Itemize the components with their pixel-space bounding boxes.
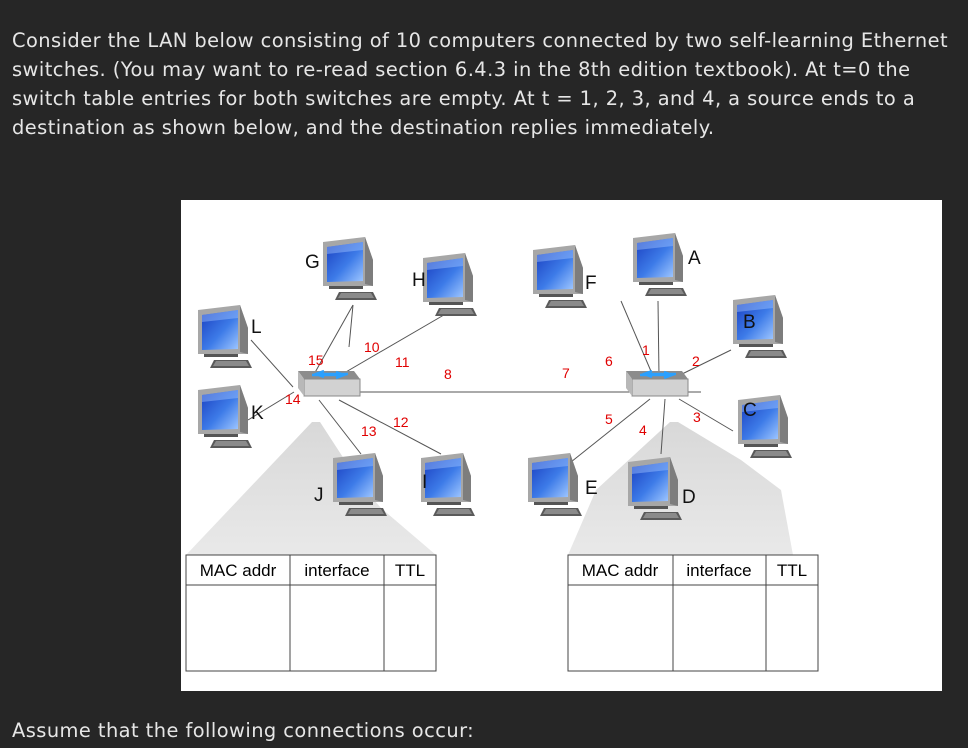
right-table-header-mac: MAC addr	[582, 561, 659, 580]
port-label-15: 15	[308, 352, 324, 368]
host-label-i: I	[422, 472, 427, 493]
port-label-1: 1	[642, 342, 650, 358]
port-label-7: 7	[562, 365, 570, 381]
port-label-3: 3	[693, 409, 701, 425]
host-e	[528, 453, 582, 516]
host-a	[633, 233, 687, 296]
host-label-k: K	[251, 403, 264, 424]
left-switch-table: MAC addr interface TTL	[185, 554, 437, 672]
port-label-5: 5	[605, 411, 613, 427]
lan-figure: G H L K J I F A B C E D 10 11 15 14 8 13…	[181, 200, 942, 691]
right-table-fan	[568, 422, 793, 555]
host-f	[533, 245, 587, 308]
host-label-e: E	[585, 478, 598, 499]
left-switch	[296, 369, 362, 398]
host-label-g: G	[305, 252, 320, 273]
right-switch	[624, 369, 690, 398]
left-table-fan	[186, 422, 436, 555]
lan-diagram: G H L K J I F A B C E D 10 11 15 14 8 13…	[185, 233, 819, 672]
links	[247, 300, 734, 463]
right-switch-table: MAC addr interface TTL	[567, 554, 819, 672]
port-label-10: 10	[364, 339, 380, 355]
question-outro: Assume that the following connections oc…	[12, 719, 475, 742]
port-label-4: 4	[639, 422, 647, 438]
host-label-l: L	[251, 317, 262, 338]
port-label-13: 13	[361, 423, 377, 439]
question-intro: Consider the LAN below consisting of 10 …	[12, 29, 949, 139]
host-label-j: J	[314, 485, 324, 506]
host-label-h: H	[412, 270, 426, 291]
host-label-c: C	[743, 400, 757, 421]
left-table-header-interface: interface	[304, 561, 369, 580]
host-label-f: F	[585, 273, 597, 294]
right-table-header-ttl: TTL	[777, 561, 807, 580]
port-label-8: 8	[444, 366, 452, 382]
host-b	[733, 295, 787, 358]
port-label-6: 6	[605, 353, 613, 369]
host-label-b: B	[743, 312, 756, 333]
host-g	[323, 237, 377, 300]
port-label-14: 14	[285, 391, 301, 407]
host-l	[198, 305, 252, 368]
host-h	[423, 253, 477, 316]
host-label-d: D	[682, 487, 696, 508]
port-label-12: 12	[393, 414, 409, 430]
host-label-a: A	[688, 248, 701, 269]
right-table-header-interface: interface	[686, 561, 751, 580]
port-label-2: 2	[692, 353, 700, 369]
host-k	[198, 385, 252, 448]
left-table-header-ttl: TTL	[395, 561, 425, 580]
port-label-11: 11	[395, 354, 410, 370]
host-i	[421, 453, 475, 516]
left-table-header-mac: MAC addr	[200, 561, 277, 580]
